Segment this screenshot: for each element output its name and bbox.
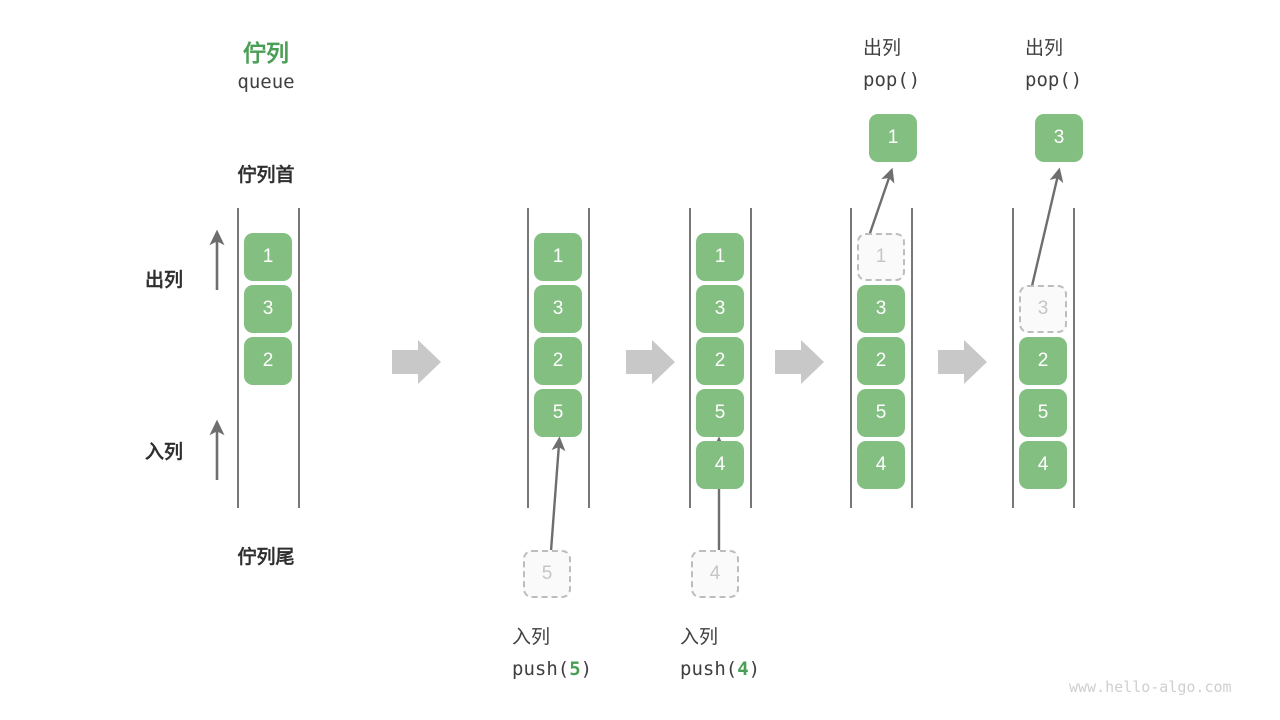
queue-head-label: 佇列首 [237,165,295,186]
queue-cell: 5 [696,389,744,437]
incoming-ghost-cell: 4 [691,550,739,598]
pop-1-arrow [867,167,895,237]
queue-cell: 3 [857,285,905,333]
pop-1-caption-code: pop() [863,69,920,91]
step-arrows [392,340,987,384]
pop-3-caption-cn: 出列 [1025,38,1064,59]
push-5-arrow [549,436,566,552]
pop-1-caption-cn: 出列 [863,38,902,59]
queue-cell: 2 [244,337,292,385]
queue-cell: 3 [696,285,744,333]
push-5-caption-cn: 入列 [512,627,551,648]
queue-cell: 5 [857,389,905,437]
queue-cell: 1 [696,233,744,281]
code-prefix: push( [512,658,570,680]
queue-rails [237,208,1075,508]
page-title: 佇列 [243,40,289,66]
queue-cell: 4 [1019,441,1067,489]
page-title-en: queue [237,71,295,93]
pop-3-caption-code: pop() [1025,69,1082,91]
queue-cell: 2 [534,337,582,385]
code-prefix: pop( [1025,69,1071,91]
queue-cell: 2 [857,337,905,385]
watermark: www.hello-algo.com [1069,678,1232,696]
queue-cell: 1 [244,233,292,281]
step-arrow-2 [626,340,675,384]
queue-cell-ghost: 3 [1019,285,1067,333]
queue-cell-ghost: 1 [857,233,905,281]
enqueue-side-label: 入列 [144,442,183,463]
push-4-caption-code: push(4) [680,658,760,680]
code-prefix: push( [680,658,738,680]
queue-tail-label: 佇列尾 [237,547,295,568]
code-arg: 4 [737,658,749,680]
queue-cell: 4 [857,441,905,489]
queue-cell: 3 [244,285,292,333]
dequeue-side-label: 出列 [144,270,183,291]
outgoing-cell: 1 [869,114,917,162]
pop-3-arrow [1030,167,1064,287]
code-suffix: ) [748,658,761,680]
queue-cell: 1 [534,233,582,281]
queue-cell: 5 [534,389,582,437]
code-suffix: ) [908,69,921,91]
code-suffix: ) [580,658,593,680]
code-prefix: pop( [863,69,909,91]
step-arrow-3 [775,340,824,384]
queue-cell: 5 [1019,389,1067,437]
outgoing-cell: 3 [1035,114,1083,162]
queue-cell: 2 [696,337,744,385]
step-arrow-1 [392,340,441,384]
push-5-caption-code: push(5) [512,658,592,680]
code-suffix: ) [1070,69,1083,91]
code-arg: 5 [569,658,581,680]
step-arrow-4 [938,340,987,384]
queue-cell: 2 [1019,337,1067,385]
push-4-caption-cn: 入列 [680,627,719,648]
queue-cell: 4 [696,441,744,489]
incoming-ghost-cell: 5 [523,550,571,598]
queue-cell: 3 [534,285,582,333]
